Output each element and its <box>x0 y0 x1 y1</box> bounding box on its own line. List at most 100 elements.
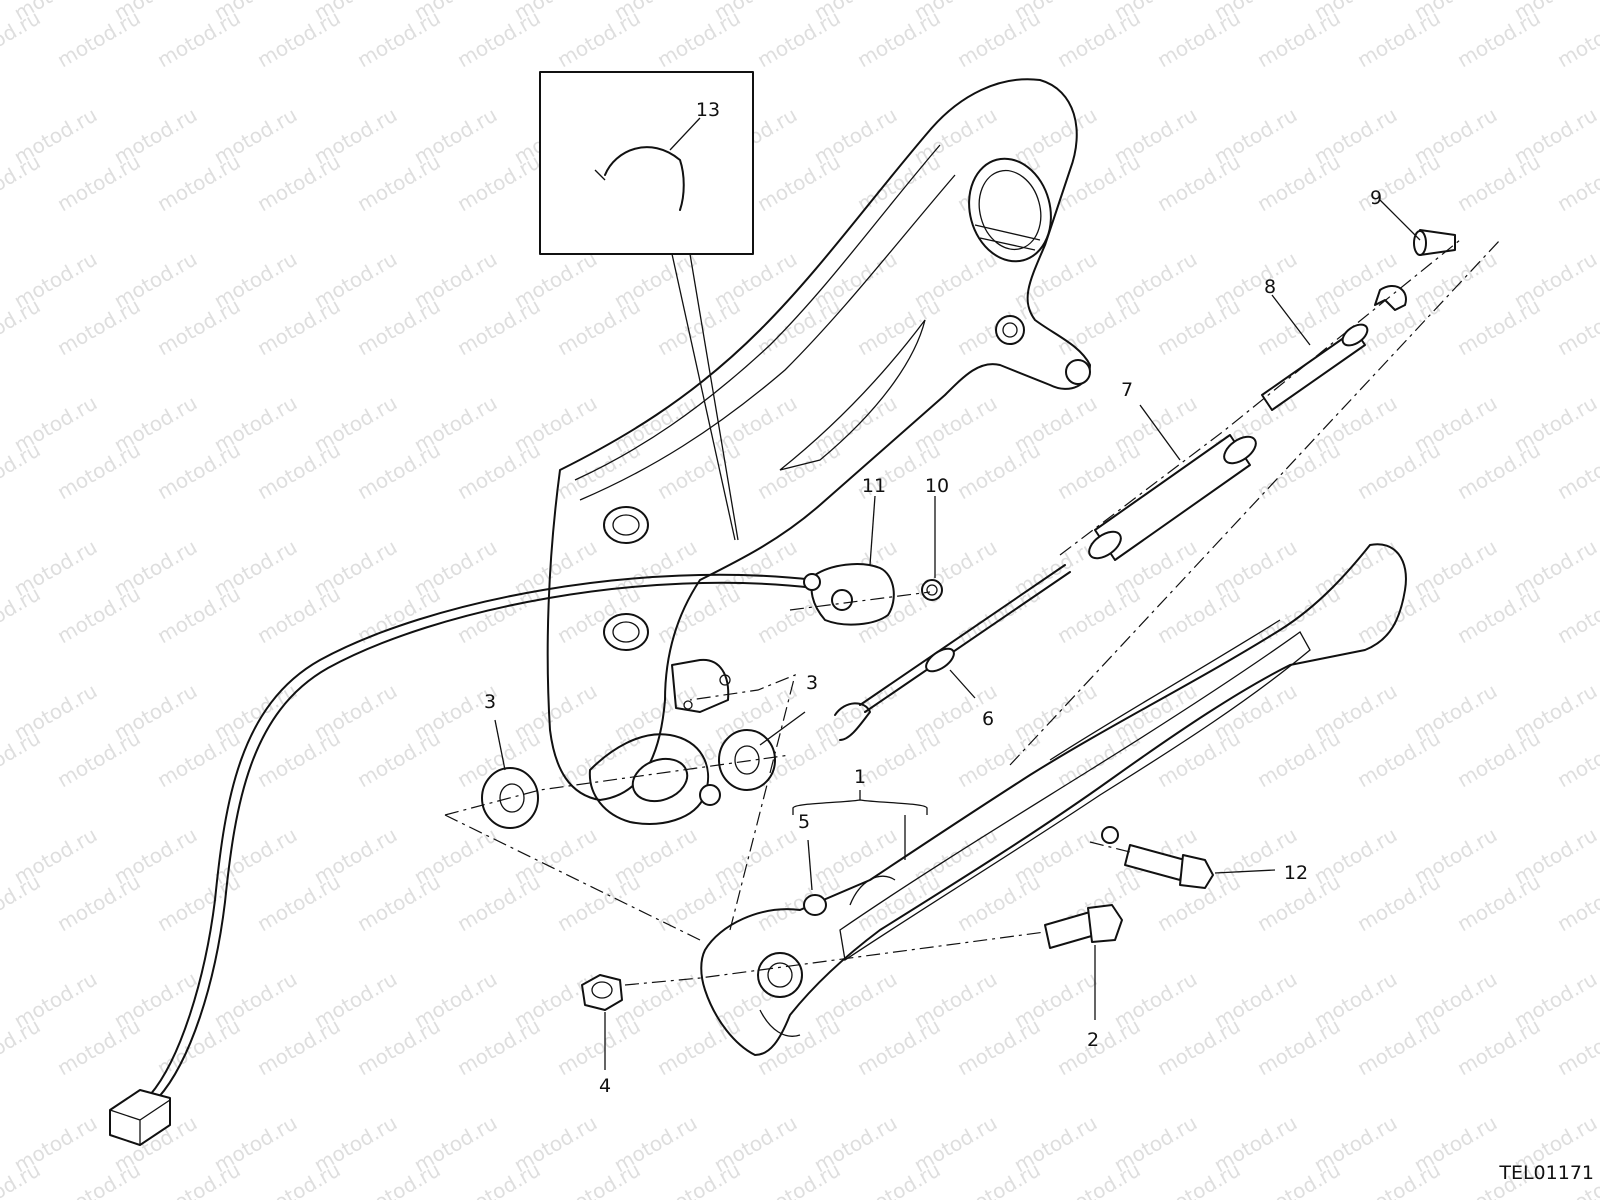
watermark-text: motod.ru <box>1453 438 1544 505</box>
group-bracket-1 <box>792 799 928 815</box>
watermark-text: motod.ru <box>0 103 1 170</box>
watermark-text: motod.ru <box>753 1158 844 1200</box>
watermark-text: motod.ru <box>453 6 544 73</box>
watermark-text: motod.ru <box>0 150 45 217</box>
watermark-text: motod.ru <box>53 1014 144 1081</box>
watermark-text: motod.ru <box>153 6 244 73</box>
watermark-text: motod.ru <box>153 438 244 505</box>
callout-6: 6 <box>982 708 994 730</box>
callout-labels: 1 2 3 3 4 5 6 7 8 9 10 11 12 13 <box>484 99 1382 1097</box>
watermark-text: motod.ru <box>453 150 544 217</box>
watermark-text: motod.ru <box>353 726 444 793</box>
spring-hook-6 <box>834 564 1071 741</box>
watermark-text: motod.ru <box>1453 1014 1544 1081</box>
watermark-text: motod.ru <box>1153 1158 1244 1200</box>
watermark-text: motod.ru <box>1253 1014 1344 1081</box>
watermark-text: motod.ru <box>0 438 45 505</box>
callout-4: 4 <box>599 1075 611 1097</box>
watermark-text: motod.ru <box>1053 150 1144 217</box>
watermark-text: motod.ru <box>53 438 144 505</box>
watermark-text: motod.ru <box>1553 6 1600 73</box>
watermark-text: motod.ru <box>753 150 844 217</box>
watermark-text: motod.ru <box>853 870 944 937</box>
watermark-text: motod.ru <box>853 6 944 73</box>
watermark-text: motod.ru <box>853 294 944 361</box>
watermark-text: motod.ru <box>0 967 1 1034</box>
pin-9 <box>1413 229 1456 256</box>
watermark-text: motod.ru <box>0 0 1 25</box>
bolt-2 <box>1044 904 1123 949</box>
watermark-text: motod.ru <box>153 582 244 649</box>
watermark-text: motod.ru <box>753 870 844 937</box>
watermark-text: motod.ru <box>1453 150 1544 217</box>
callout-5: 5 <box>798 811 810 833</box>
washer-3-right <box>718 729 776 791</box>
watermark-text: motod.ru <box>853 1014 944 1081</box>
watermark-text: motod.ru <box>1153 150 1244 217</box>
watermark-text: motod.ru <box>653 582 744 649</box>
watermark-text: motod.ru <box>1553 1014 1600 1081</box>
watermark-text: motod.ru <box>53 150 144 217</box>
watermark-text: motod.ru <box>153 294 244 361</box>
watermark-text: motod.ru <box>1253 726 1344 793</box>
watermark-text: motod.ru <box>153 870 244 937</box>
watermark-text: motod.ru <box>1353 150 1444 217</box>
watermark-text: motod.ru <box>0 726 45 793</box>
watermark-text: motod.ru <box>1453 726 1544 793</box>
pad-5 <box>803 894 827 916</box>
watermark-text: motod.ru <box>453 1158 544 1200</box>
watermark-text: motod.ru <box>1553 870 1600 937</box>
watermark-text: motod.ru <box>0 870 45 937</box>
watermark-text: motod.ru <box>0 582 45 649</box>
watermark-text: motod.ru <box>353 294 444 361</box>
watermark-text: motod.ru <box>1153 1014 1244 1081</box>
callout-3-right: 3 <box>806 672 818 694</box>
watermark-text: motod.ru <box>53 726 144 793</box>
watermark-text: motod.ru <box>453 294 544 361</box>
watermark-text: motod.ru <box>1053 726 1144 793</box>
watermark-text: motod.ru <box>0 247 1 314</box>
watermark-text: motod.ru <box>153 726 244 793</box>
assembly-lines <box>444 239 1501 986</box>
inset-detail-box <box>539 71 754 541</box>
callout-2: 2 <box>1087 1029 1099 1051</box>
watermark-text: motod.ru <box>553 726 644 793</box>
watermark-text: motod.ru <box>1553 150 1600 217</box>
watermark-text: motod.ru <box>1153 726 1244 793</box>
watermark-text: motod.ru <box>0 823 1 890</box>
watermark-text: motod.ru <box>1453 6 1544 73</box>
watermark-text: motod.ru <box>153 150 244 217</box>
watermark-text: motod.ru <box>0 391 1 458</box>
watermark-text: motod.ru <box>353 438 444 505</box>
watermark-text: motod.ru <box>0 6 45 73</box>
watermark-text: motod.ru <box>953 438 1044 505</box>
watermark-text: motod.ru <box>453 438 544 505</box>
watermark-text: motod.ru <box>1153 294 1244 361</box>
spring-hook-8 <box>1261 285 1407 411</box>
watermark-text: motod.ru <box>353 1014 444 1081</box>
watermark-text: motod.ru <box>553 6 644 73</box>
watermark-text: motod.ru <box>353 6 444 73</box>
callout-7: 7 <box>1121 379 1133 401</box>
watermark-text: motod.ru <box>1353 6 1444 73</box>
watermark-text: motod.ru <box>53 582 144 649</box>
watermark-text: motod.ru <box>753 294 844 361</box>
watermark-text: motod.ru <box>1453 870 1544 937</box>
side-stand-leg <box>700 543 1407 1056</box>
watermark-text: motod.ru <box>53 870 144 937</box>
watermark-text: motod.ru <box>1353 870 1444 937</box>
watermark-text: motod.ru <box>53 1158 144 1200</box>
watermark-text: motod.ru <box>553 870 644 937</box>
watermark-text: motod.ru <box>753 1014 844 1081</box>
callout-10: 10 <box>925 475 949 497</box>
watermark-text: motod.ru <box>1053 582 1144 649</box>
watermark-text: motod.ru <box>1053 1158 1144 1200</box>
watermark-text: motod.ru <box>353 150 444 217</box>
watermark-text: motod.ru <box>1253 150 1344 217</box>
watermark-text: motod.ru <box>0 294 45 361</box>
sleeve-7 <box>1088 434 1257 561</box>
watermark-text: motod.ru <box>1253 1158 1344 1200</box>
watermark-text: motod.ru <box>1353 726 1444 793</box>
